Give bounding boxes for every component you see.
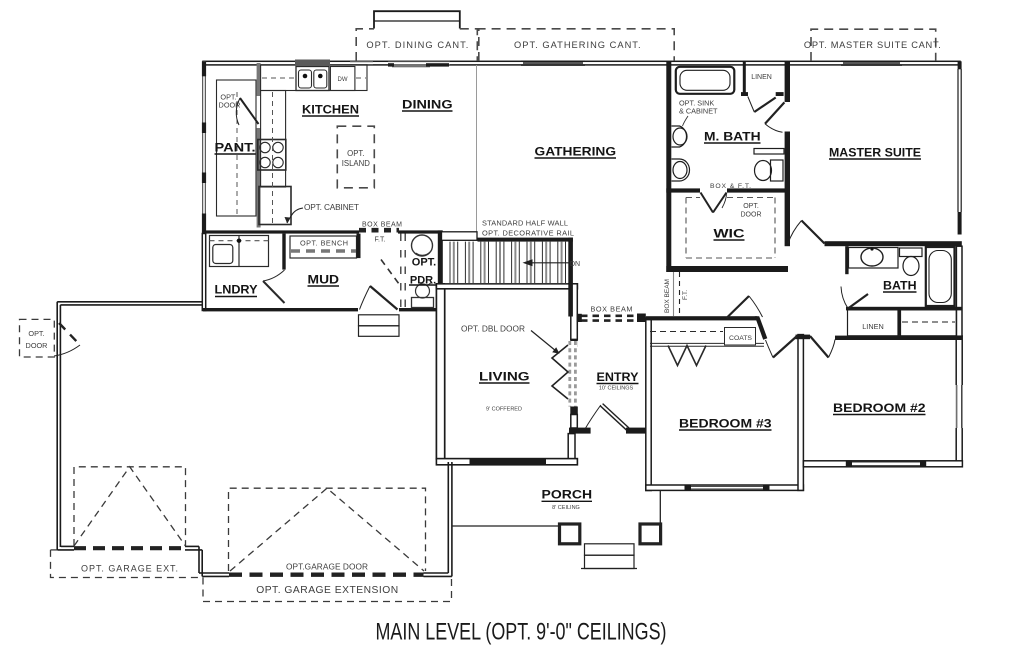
svg-text:OPT. DBL DOOR: OPT. DBL DOOR [461,324,525,334]
svg-text:OPT.: OPT. [347,149,364,158]
svg-text:KITCHEN: KITCHEN [302,103,359,117]
svg-text:PANT.: PANT. [215,141,256,155]
svg-text:BOX BEAM: BOX BEAM [591,305,633,314]
svg-text:& CABINET: & CABINET [679,107,718,116]
svg-text:F.T.: F.T. [375,236,386,243]
svg-text:10' CEILINGS: 10' CEILINGS [599,386,634,392]
svg-text:ENTRY: ENTRY [597,370,639,384]
svg-text:PDR.: PDR. [410,275,436,287]
svg-text:M. BATH: M. BATH [704,130,761,144]
svg-text:OPT. GARAGE EXT.: OPT. GARAGE EXT. [81,564,178,574]
svg-text:OPT.: OPT. [743,203,759,210]
svg-text:MASTER SUITE: MASTER SUITE [829,146,921,160]
svg-text:OPT.: OPT. [412,257,436,269]
svg-text:OPT.: OPT. [220,93,236,102]
svg-text:BOX BEAM: BOX BEAM [362,222,402,229]
svg-text:LNDRY: LNDRY [215,283,258,297]
svg-text:BATH: BATH [883,279,917,293]
svg-text:8' CEILING: 8' CEILING [552,505,580,511]
svg-text:LIVING: LIVING [479,370,530,384]
svg-text:LINEN: LINEN [751,74,772,81]
svg-text:OPT.: OPT. [28,329,44,338]
svg-text:PORCH: PORCH [542,488,593,502]
svg-text:BEDROOM #2: BEDROOM #2 [833,401,926,415]
svg-text:DINING: DINING [402,98,453,112]
svg-text:BEDROOM #3: BEDROOM #3 [679,417,772,431]
svg-text:OPT. BENCH: OPT. BENCH [300,238,348,247]
svg-text:OPT. DECORATIVE RAIL: OPT. DECORATIVE RAIL [482,229,574,238]
svg-text:OPT. MASTER SUITE CANT.: OPT. MASTER SUITE CANT. [804,40,941,50]
svg-text:LINEN: LINEN [862,322,884,331]
svg-text:BOX BEAM: BOX BEAM [664,279,671,313]
svg-text:OPT. CABINET: OPT. CABINET [304,202,359,212]
svg-text:WIC: WIC [714,227,746,241]
svg-text:OPT. SINK: OPT. SINK [679,99,714,108]
svg-text:GATHERING: GATHERING [535,145,617,159]
svg-text:MAIN LEVEL (OPT. 9'-0" CEILING: MAIN LEVEL (OPT. 9'-0" CEILINGS) [376,619,667,646]
svg-text:MUD: MUD [308,273,340,287]
svg-text:F.T.: F.T. [682,290,689,300]
svg-text:OPT. GARAGE EXTENSION: OPT. GARAGE EXTENSION [256,585,398,596]
svg-text:ISLAND: ISLAND [342,159,371,168]
svg-text:DOOR: DOOR [741,212,762,219]
svg-text:DOOR: DOOR [26,341,48,350]
svg-text:STANDARD HALF WALL: STANDARD HALF WALL [482,219,568,228]
svg-text:COATS: COATS [729,335,752,342]
svg-text:DW: DW [338,77,348,83]
svg-text:DN: DN [570,261,580,268]
svg-text:OPT.GARAGE DOOR: OPT.GARAGE DOOR [286,561,368,571]
svg-text:OPT. GATHERING CANT.: OPT. GATHERING CANT. [514,40,641,50]
svg-text:OPT. DINING CANT.: OPT. DINING CANT. [366,40,468,50]
svg-text:DOOR: DOOR [219,101,241,110]
svg-text:9' COFFERED: 9' COFFERED [486,407,522,413]
svg-text:BOX & F.T.: BOX & F.T. [710,183,751,190]
